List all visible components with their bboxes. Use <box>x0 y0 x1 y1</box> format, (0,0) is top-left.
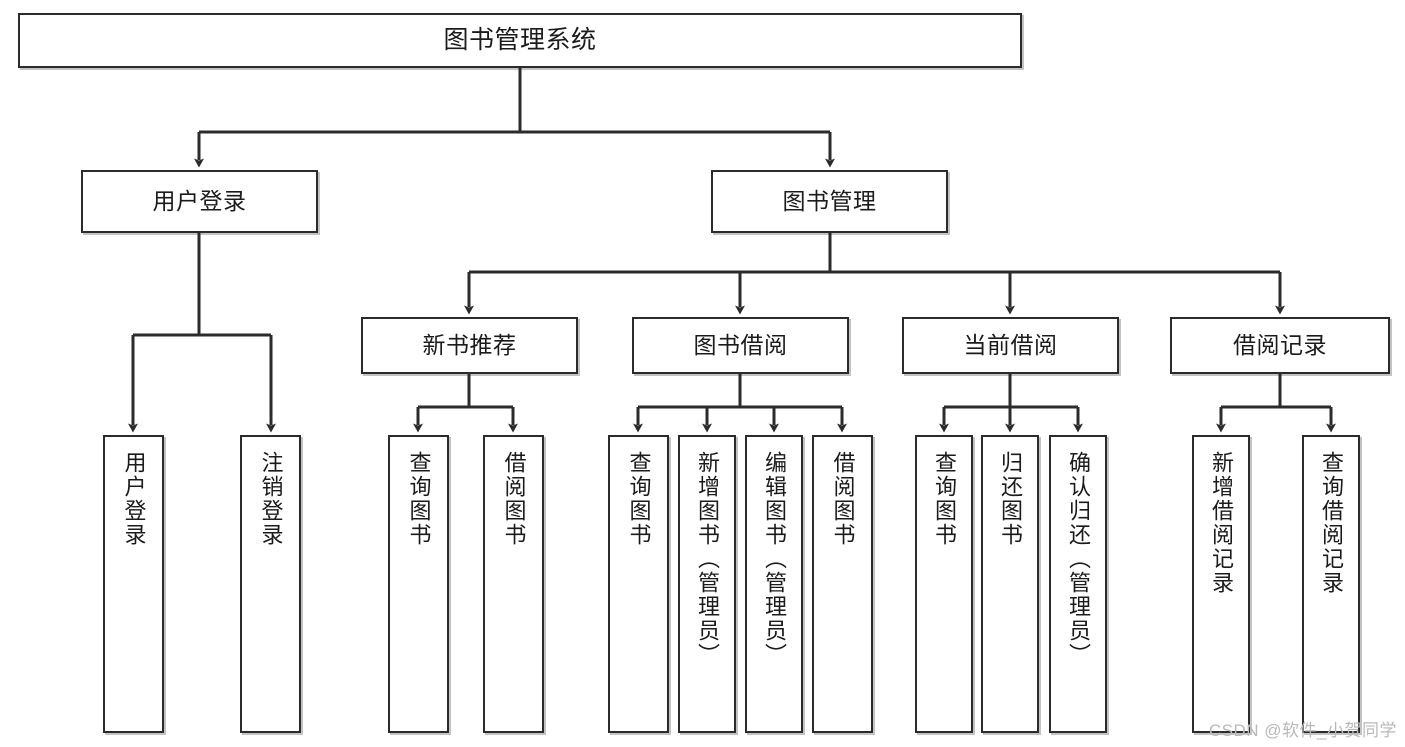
node-leaf-borrow-book-2[interactable]: 借阅图书 <box>812 435 873 733</box>
node-label-leaf-edit-book: 编辑图书（管理员） <box>762 451 787 667</box>
node-leaf-add-book[interactable]: 新增图书（管理员） <box>678 435 736 733</box>
node-book-borrow[interactable]: 图书借阅 <box>632 317 849 374</box>
node-leaf-query-book-2[interactable]: 查询图书 <box>608 435 669 733</box>
node-label-leaf-confirm-return: 确认归还（管理员） <box>1066 451 1091 667</box>
node-leaf-logout[interactable]: 注销登录 <box>240 435 301 733</box>
node-leaf-confirm-return[interactable]: 确认归还（管理员） <box>1049 435 1107 733</box>
node-leaf-borrow-book-1[interactable]: 借阅图书 <box>483 435 544 733</box>
node-label-leaf-borrow-book-1: 借阅图书 <box>501 451 527 547</box>
node-label-leaf-add-book: 新增图书（管理员） <box>695 451 720 667</box>
node-label-leaf-user-login: 用户登录 <box>121 451 147 547</box>
node-leaf-query-book-3[interactable]: 查询图书 <box>915 435 973 733</box>
node-label-new-book-recommend: 新书推荐 <box>422 331 517 358</box>
node-leaf-edit-book[interactable]: 编辑图书（管理员） <box>745 435 803 733</box>
node-label-leaf-query-book-3: 查询图书 <box>932 451 957 547</box>
node-label-borrow-record: 借阅记录 <box>1233 331 1327 358</box>
node-book-manage[interactable]: 图书管理 <box>711 170 948 233</box>
node-leaf-add-record[interactable]: 新增借阅记录 <box>1192 435 1250 733</box>
node-leaf-return-book[interactable]: 归还图书 <box>981 435 1039 733</box>
node-label-leaf-query-book-2: 查询图书 <box>626 451 652 547</box>
node-label-book-borrow: 图书借阅 <box>693 331 788 358</box>
node-label-root: 图书管理系统 <box>443 25 597 54</box>
node-current-borrow[interactable]: 当前借阅 <box>902 317 1119 374</box>
node-leaf-user-login[interactable]: 用户登录 <box>103 435 164 733</box>
node-label-leaf-add-record: 新增借阅记录 <box>1209 451 1234 595</box>
node-label-leaf-return-book: 归还图书 <box>998 451 1023 547</box>
node-borrow-record[interactable]: 借阅记录 <box>1170 317 1390 374</box>
node-leaf-query-record[interactable]: 查询借阅记录 <box>1302 435 1360 733</box>
node-new-book-recommend[interactable]: 新书推荐 <box>361 317 578 374</box>
node-label-leaf-logout: 注销登录 <box>258 451 284 547</box>
node-label-user-login: 用户登录 <box>152 187 247 214</box>
node-label-book-manage: 图书管理 <box>782 187 877 214</box>
node-label-current-borrow: 当前借阅 <box>963 331 1058 358</box>
node-root-system[interactable]: 图书管理系统 <box>18 13 1022 68</box>
node-leaf-query-book-1[interactable]: 查询图书 <box>388 435 449 733</box>
node-label-leaf-query-book-1: 查询图书 <box>406 451 432 547</box>
node-label-leaf-borrow-book-2: 借阅图书 <box>830 451 856 547</box>
node-user-login[interactable]: 用户登录 <box>81 170 318 233</box>
node-label-leaf-query-record: 查询借阅记录 <box>1319 451 1344 595</box>
